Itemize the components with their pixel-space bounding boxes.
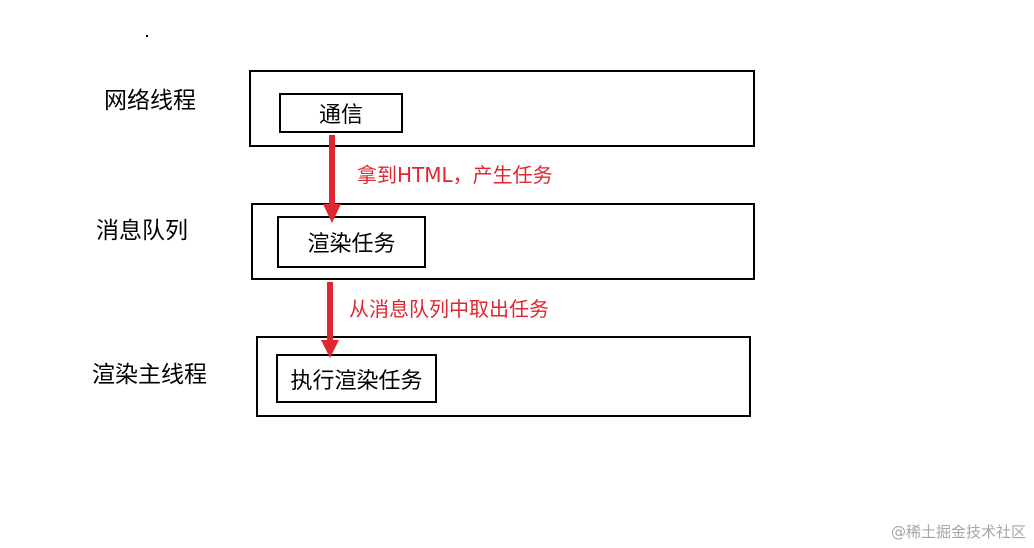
row-label-message-queue: 消息队列 [96,218,188,244]
stray-dot [146,35,148,37]
task-communication: 通信 [279,93,403,133]
watermark: @稀土掘金技术社区 [890,523,1026,541]
arrow-label-fetch-html: 拿到HTML，产生任务 [357,163,553,187]
row-label-render-main-thread: 渲染主线程 [92,362,207,388]
task-execute-render: 执行渲染任务 [276,354,437,403]
task-render: 渲染任务 [277,216,426,268]
row-label-network-thread: 网络线程 [104,88,196,114]
arrow-label-take-task: 从消息队列中取出任务 [349,297,549,321]
